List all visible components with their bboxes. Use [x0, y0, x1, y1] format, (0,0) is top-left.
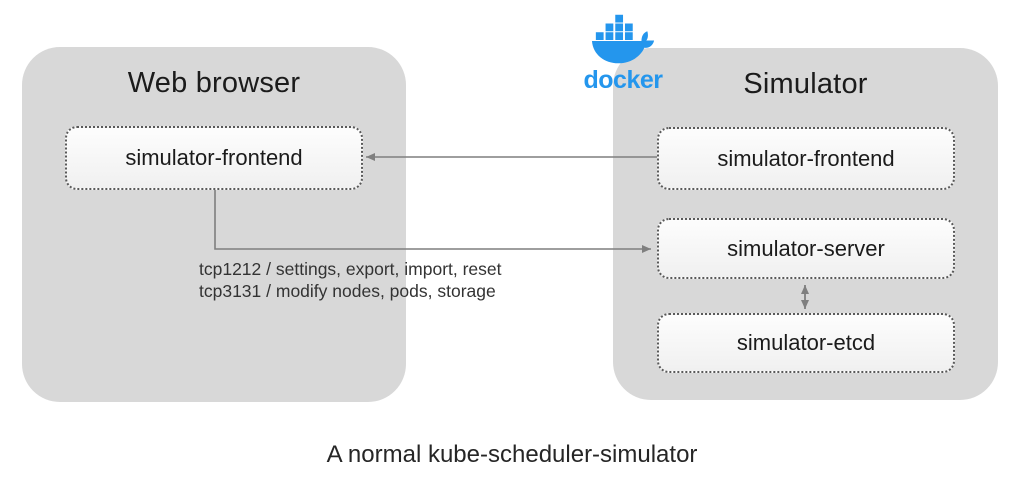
- node-simulator-frontend-label: simulator-frontend: [717, 145, 895, 171]
- docker-logo: docker: [581, 12, 665, 102]
- node-browser-simulator-frontend-label: simulator-frontend: [125, 145, 303, 170]
- node-simulator-server: simulator-server: [657, 218, 955, 279]
- node-browser-simulator-frontend: simulator-frontend: [65, 126, 363, 190]
- web-browser-group: Web browser simulator-frontend: [22, 47, 406, 402]
- ports-label-line1: tcp1212 / settings, export, import, rese…: [199, 259, 502, 279]
- docker-wordmark: docker: [583, 66, 663, 94]
- simulator-title: Simulator: [743, 68, 868, 100]
- connection-ports-label: tcp1212 / settings, export, import, rese…: [199, 258, 502, 302]
- node-simulator-frontend: simulator-frontend: [657, 127, 955, 190]
- docker-whale-icon: [591, 14, 655, 64]
- diagram-caption: A normal kube-scheduler-simulator: [326, 441, 698, 468]
- node-simulator-server-label: simulator-server: [727, 235, 885, 261]
- web-browser-title: Web browser: [127, 67, 301, 99]
- simulator-group: Simulator simulator-frontend simulator-s…: [613, 48, 998, 400]
- node-simulator-etcd: simulator-etcd: [657, 313, 955, 373]
- node-simulator-etcd-label: simulator-etcd: [736, 330, 876, 355]
- ports-label-line2: tcp3131 / modify nodes, pods, storage: [199, 281, 496, 301]
